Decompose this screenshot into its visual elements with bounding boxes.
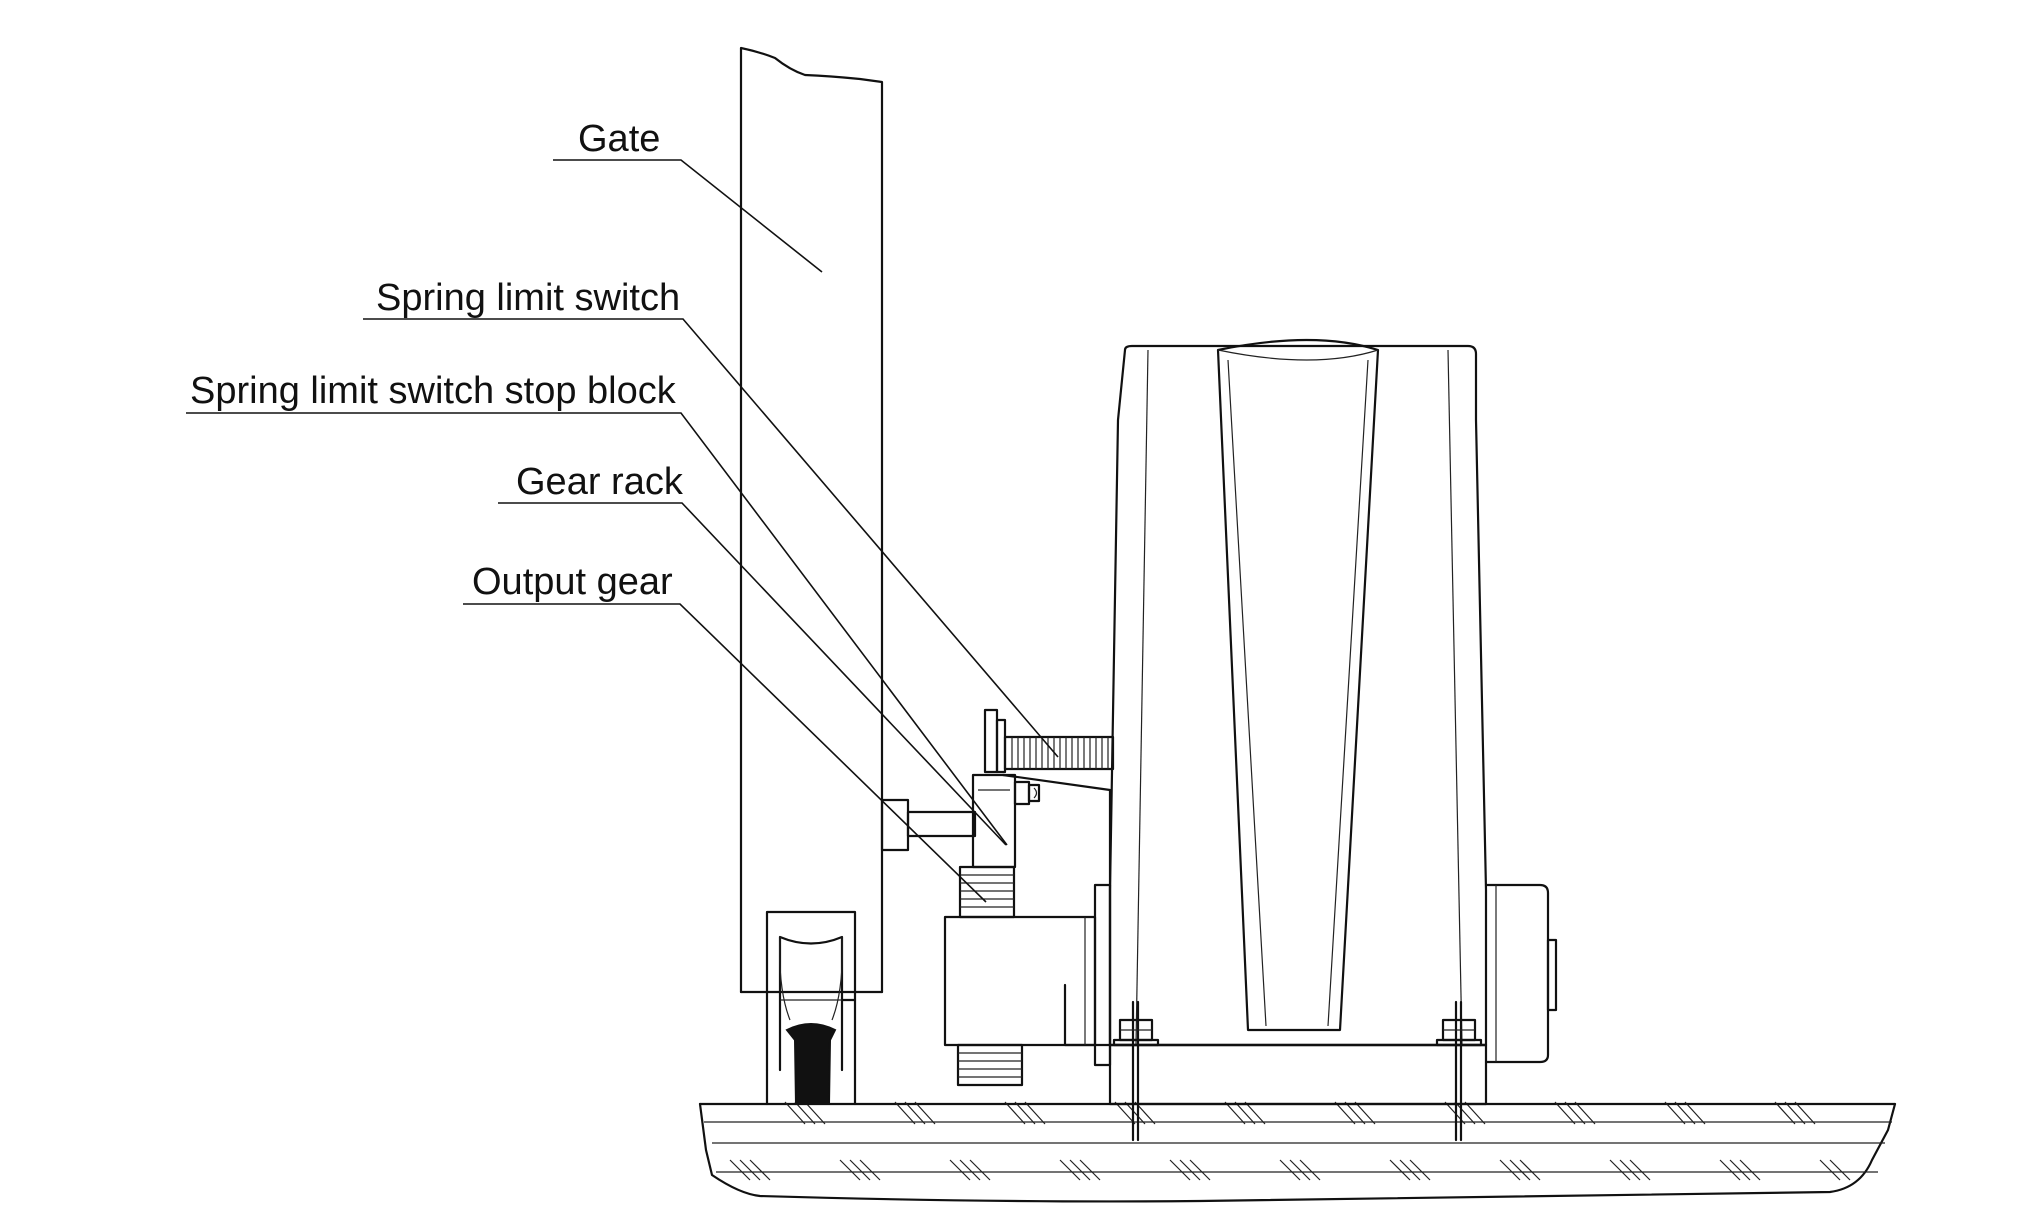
motor-end-cap xyxy=(1484,883,1558,1064)
motor-housing xyxy=(1108,338,1488,1106)
spring-limit-switch-assembly xyxy=(983,708,1115,1047)
gate-leaf xyxy=(739,46,884,994)
ground-foundation xyxy=(698,1101,1897,1203)
spring-coils xyxy=(1011,737,1109,769)
anchor-bolt-left xyxy=(1112,1000,1160,1142)
label-spring-limit-switch-stop-block: Spring limit switch stop block xyxy=(190,370,677,412)
label-output-gear: Output gear xyxy=(472,561,673,603)
label-gate: Gate xyxy=(578,118,660,160)
anchor-bolt-right xyxy=(1435,1000,1483,1142)
label-gear-rack: Gear rack xyxy=(516,461,684,503)
label-spring-limit-switch: Spring limit switch xyxy=(376,277,680,319)
output-gear xyxy=(943,865,1112,1087)
leader-lines xyxy=(186,159,1059,903)
ground-hatch-marks xyxy=(729,1101,1851,1181)
gear-rack xyxy=(880,798,977,852)
gate-wheel-track xyxy=(765,910,857,1106)
